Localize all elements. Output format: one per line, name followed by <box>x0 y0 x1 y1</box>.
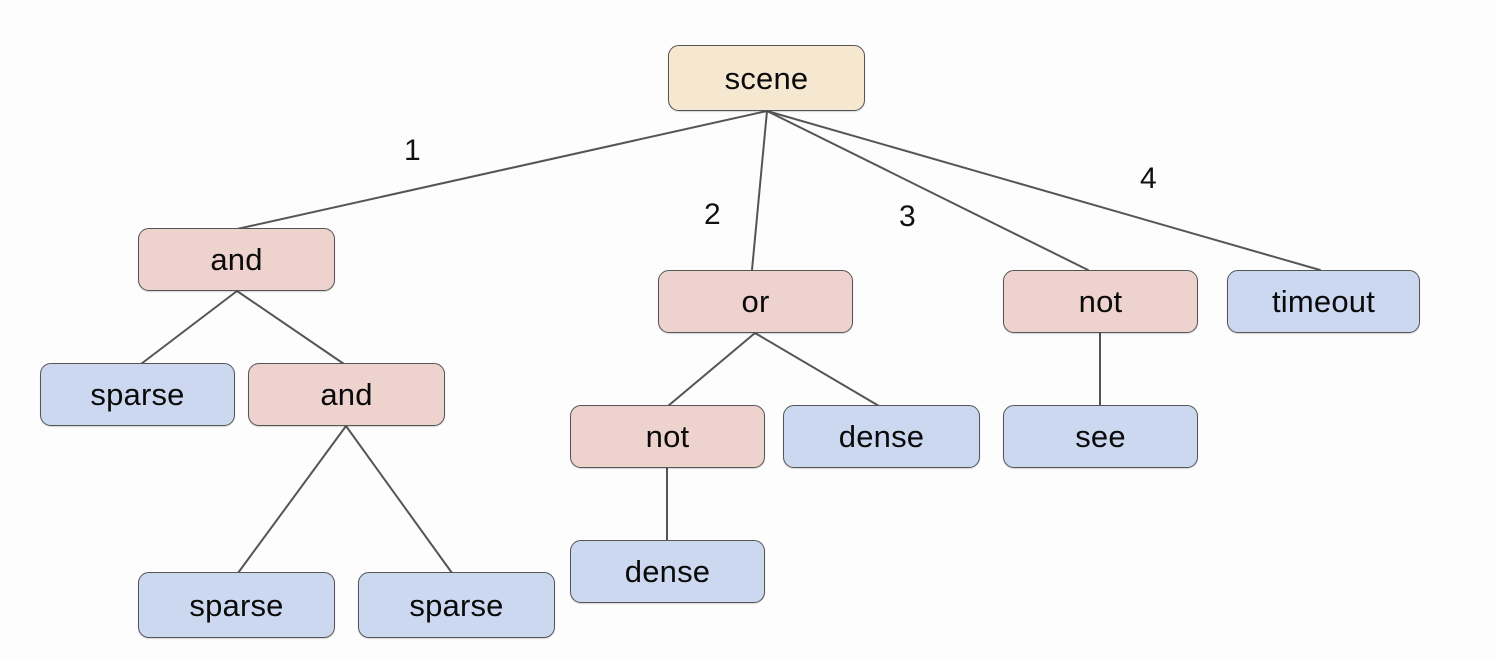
tree-edge <box>766 110 1089 271</box>
tree-node-sparse1[interactable]: sparse <box>40 363 235 426</box>
tree-node-or1[interactable]: or <box>658 270 853 333</box>
tree-edge <box>236 290 345 365</box>
edge-label: 1 <box>404 134 421 167</box>
tree-node-sparse3[interactable]: sparse <box>358 572 555 638</box>
tree-edge <box>237 425 347 574</box>
tree-edge <box>754 332 880 407</box>
tree-node-dense1[interactable]: dense <box>783 405 980 468</box>
edge-label: 3 <box>899 200 916 233</box>
tree-node-not2[interactable]: not <box>570 405 765 468</box>
tree-edge <box>140 290 238 365</box>
tree-node-dense2[interactable]: dense <box>570 540 765 603</box>
tree-edge <box>751 110 768 271</box>
edge-label: 2 <box>704 198 721 231</box>
tree-node-sparse2[interactable]: sparse <box>138 572 335 638</box>
tree-edge <box>345 425 453 574</box>
tree-node-not1[interactable]: not <box>1003 270 1198 333</box>
tree-edge <box>766 110 1321 271</box>
tree-node-timeout1[interactable]: timeout <box>1227 270 1420 333</box>
tree-node-see1[interactable]: see <box>1003 405 1198 468</box>
edge-label: 4 <box>1140 162 1157 195</box>
tree-node-and2[interactable]: and <box>248 363 445 426</box>
tree-edge <box>236 110 768 230</box>
tree-edge <box>667 332 756 407</box>
tree-node-and1[interactable]: and <box>138 228 335 291</box>
tree-node-scene[interactable]: scene <box>668 45 865 111</box>
